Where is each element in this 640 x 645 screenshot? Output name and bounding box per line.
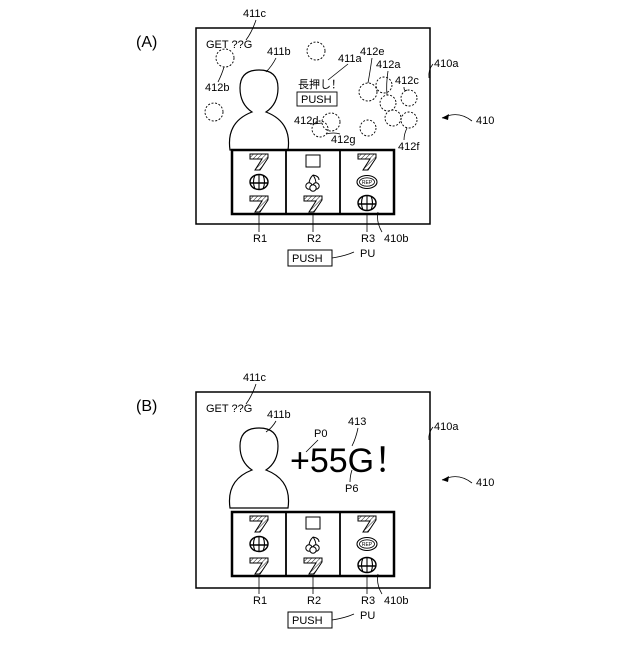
reel-label-r3: R3 bbox=[361, 595, 375, 607]
ref-413: 413 bbox=[348, 416, 366, 428]
watermelon-symbol-icon bbox=[358, 558, 376, 573]
pu-label: PU bbox=[360, 610, 375, 622]
ref-p0: P0 bbox=[314, 428, 327, 440]
ref-410a: 410a bbox=[434, 58, 459, 70]
ref-412f: 412f bbox=[398, 141, 420, 153]
ref-410b: 410b bbox=[384, 595, 408, 607]
ref-412e: 412e bbox=[360, 46, 384, 58]
ref-410b: 410b bbox=[384, 233, 408, 245]
reel-label-r1: R1 bbox=[253, 595, 267, 607]
replay-symbol-label: REP bbox=[362, 180, 373, 186]
blank-symbol-icon bbox=[306, 155, 320, 167]
ref-411c: 411c bbox=[243, 8, 267, 20]
get-text: GET ??G bbox=[206, 403, 252, 415]
reel-label-r2: R2 bbox=[307, 595, 321, 607]
ref-412g: 412g bbox=[331, 134, 355, 146]
arrowhead-410 bbox=[442, 476, 449, 482]
leader-pu bbox=[332, 614, 354, 620]
get-text: GET ??G bbox=[206, 39, 252, 51]
ref-410: 410 bbox=[476, 115, 494, 127]
watermelon-symbol-icon bbox=[358, 196, 376, 211]
push-button-label: PUSH bbox=[292, 253, 323, 265]
ref-411b: 411b bbox=[267, 46, 291, 58]
push-button-label: PUSH bbox=[292, 615, 323, 627]
panel-b: (B) GET ??G +55G！ REP R1 R2 R3 PUSH PU 4… bbox=[136, 372, 494, 628]
ref-412a: 412a bbox=[376, 59, 401, 71]
panel-label-a: (A) bbox=[136, 34, 157, 51]
leader-pu bbox=[332, 252, 354, 258]
panel-a: (A) GET ??G 長押し！ PUSH bbox=[136, 8, 494, 266]
pu-label: PU bbox=[360, 248, 375, 260]
ref-p6: P6 bbox=[345, 483, 358, 495]
ref-411c: 411c bbox=[243, 372, 267, 384]
reel-label-r1: R1 bbox=[253, 233, 267, 245]
ref-412b: 412b bbox=[205, 82, 229, 94]
arrowhead-410 bbox=[442, 114, 449, 120]
ref-411a: 411a bbox=[338, 53, 363, 65]
reel-label-r2: R2 bbox=[307, 233, 321, 245]
replay-symbol-label: REP bbox=[362, 542, 373, 548]
long-press-text: 長押し！ bbox=[298, 77, 342, 91]
blank-symbol-icon bbox=[306, 517, 320, 529]
reel-label-r3: R3 bbox=[361, 233, 375, 245]
watermelon-symbol-icon bbox=[250, 537, 268, 552]
panel-label-b: (B) bbox=[136, 398, 157, 415]
ref-410: 410 bbox=[476, 477, 494, 489]
ref-411b: 411b bbox=[267, 409, 291, 421]
ref-410a: 410a bbox=[434, 421, 459, 433]
screen-push-label: PUSH bbox=[301, 94, 332, 106]
watermelon-symbol-icon bbox=[250, 175, 268, 190]
ref-412d: 412d bbox=[294, 115, 318, 127]
ref-412c: 412c bbox=[395, 75, 419, 87]
gain-text-413: +55G！ bbox=[290, 442, 408, 480]
